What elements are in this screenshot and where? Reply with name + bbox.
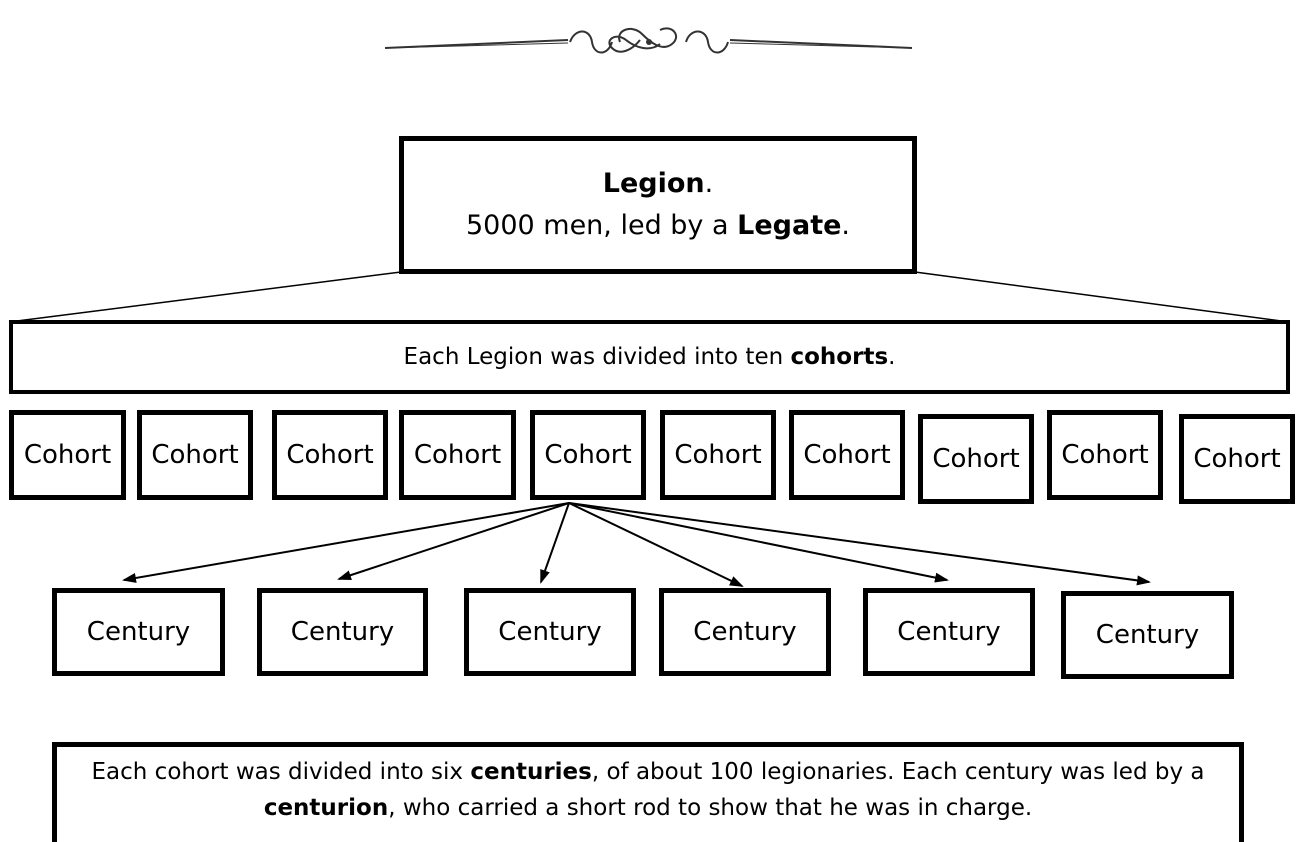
- cohort-box: Cohort: [1179, 414, 1295, 504]
- arrow-to-century-2: [337, 502, 570, 580]
- legion-box: Legion. 5000 men, led by a Legate.: [399, 136, 917, 274]
- cohort-box: Cohort: [272, 410, 388, 500]
- legion-subtitle: 5000 men, led by a Legate.: [465, 210, 851, 241]
- arrow-to-century-4: [568, 502, 744, 587]
- century-box: Century: [464, 588, 636, 676]
- description-text: Each cohort was divided into six centuri…: [91, 759, 1205, 821]
- cohort-box: Cohort: [137, 410, 253, 500]
- cohorts-caption-box: Each Legion was divided into ten cohorts…: [9, 320, 1290, 394]
- arrow-to-century-1: [122, 502, 570, 583]
- century-box: Century: [659, 588, 831, 676]
- legion-right-connector: [914, 271, 1290, 323]
- cohorts-caption: Each Legion was divided into ten cohorts…: [403, 344, 896, 370]
- legion-title: Legion.: [602, 168, 714, 200]
- cohort-box: Cohort: [399, 410, 516, 500]
- century-box: Century: [863, 588, 1035, 676]
- arrow-to-century-6: [568, 502, 1151, 586]
- cohort-box: Cohort: [789, 410, 905, 500]
- cohort-box: Cohort: [9, 410, 126, 500]
- cohort-box: Cohort: [660, 410, 776, 500]
- arrow-to-century-3: [540, 502, 570, 584]
- arrow-to-century-5: [568, 502, 949, 583]
- century-box: Century: [257, 588, 428, 676]
- cohort-box: Cohort: [530, 410, 646, 500]
- cohort-box: Cohort: [1047, 410, 1163, 500]
- century-box: Century: [1061, 591, 1234, 679]
- century-box: Century: [52, 588, 225, 676]
- century-arrows: [122, 502, 1151, 587]
- cohort-box: Cohort: [918, 414, 1034, 504]
- ornament-divider-icon: [384, 27, 913, 54]
- legion-left-connector: [8, 271, 402, 323]
- description-box: Each cohort was divided into six centuri…: [52, 742, 1244, 842]
